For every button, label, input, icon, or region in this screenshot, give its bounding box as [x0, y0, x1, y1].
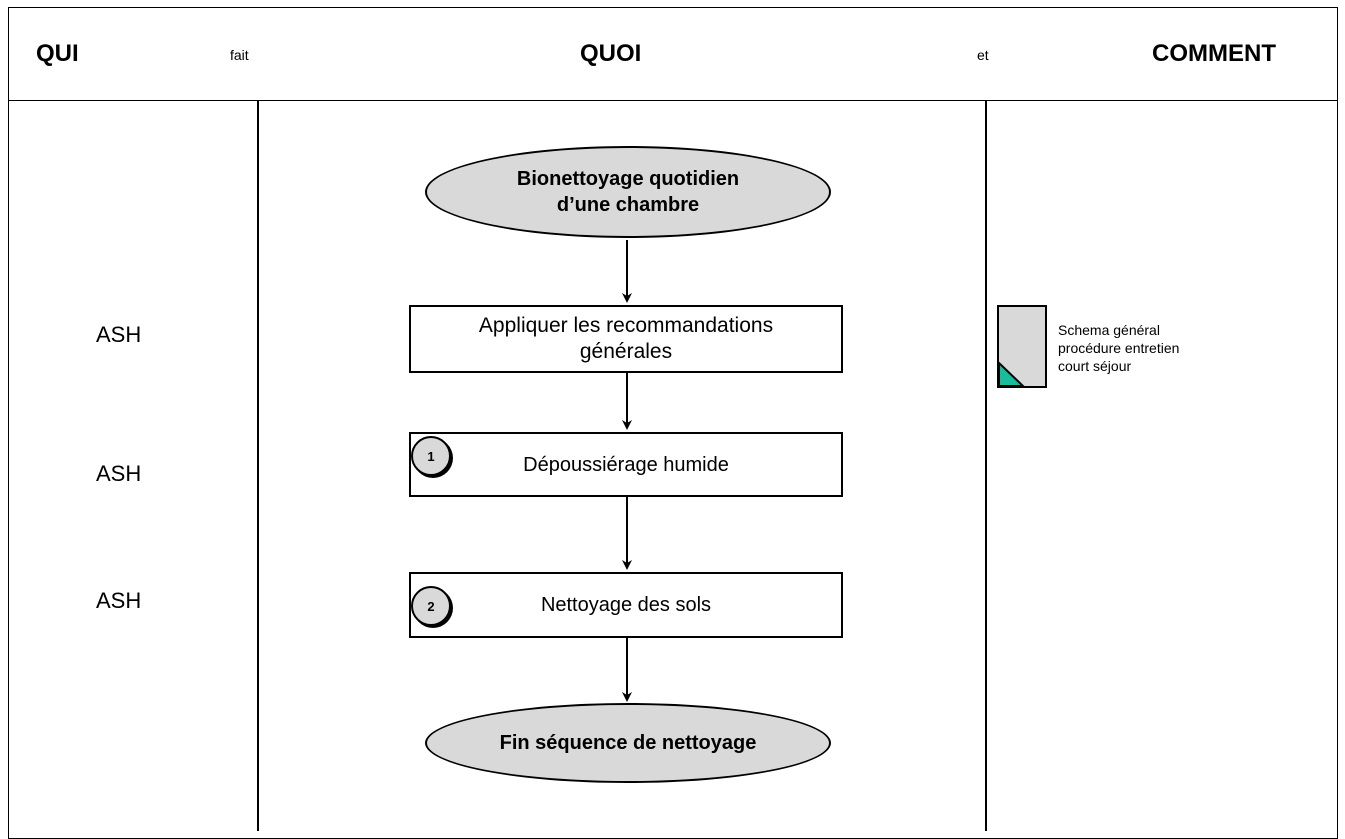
step-depoussierage-label: Dépoussiérage humide	[523, 453, 729, 476]
column-divider-left	[257, 101, 259, 831]
step-number-1: 1	[411, 436, 451, 476]
step-apply-recommendations: Appliquer les recommandations générales	[409, 305, 843, 373]
qui-label-1: ASH	[96, 322, 142, 347]
qui-label-3: ASH	[96, 588, 142, 613]
header-quoi: QUOI	[580, 40, 642, 67]
header-divider	[8, 100, 1338, 101]
step-number-2: 2	[411, 586, 451, 626]
document-reference-text: Schema général procédure entretien court…	[1058, 322, 1180, 374]
header-et: et	[977, 47, 989, 63]
end-label: Fin séquence de nettoyage	[499, 732, 757, 754]
start-terminator: Bionettoyage quotidien d’une chambre	[425, 146, 831, 238]
start-label: Bionettoyage quotidien d’une chambre	[516, 168, 740, 216]
step-nettoyage-sols: Nettoyage des sols	[409, 572, 843, 638]
header-comment: COMMENT	[1152, 40, 1276, 67]
end-terminator: Fin séquence de nettoyage	[425, 703, 831, 783]
step-nettoyage-label: Nettoyage des sols	[540, 594, 712, 616]
document-icon	[997, 305, 1047, 388]
column-divider-right	[985, 101, 987, 831]
step-depoussierage: Dépoussiérage humide	[409, 432, 843, 497]
step-apply-label: Appliquer les recommandations générales	[478, 314, 774, 363]
qui-label-2: ASH	[96, 461, 142, 486]
header-fait: fait	[230, 47, 249, 63]
header-qui: QUI	[36, 40, 79, 67]
